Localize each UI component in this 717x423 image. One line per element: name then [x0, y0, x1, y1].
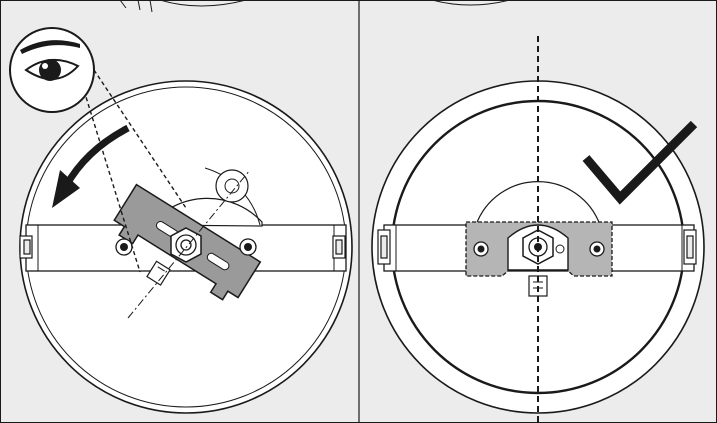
left-bottom-tab — [146, 260, 171, 286]
right-side-clip-left — [377, 229, 391, 265]
left-sightlines — [81, 69, 187, 273]
right-screw-left — [473, 241, 489, 257]
left-side-clip-right — [332, 235, 346, 259]
left-screw-right — [239, 238, 257, 256]
eye-icon — [9, 27, 95, 113]
checkmark-icon — [582, 120, 698, 205]
curved-arrow-icon — [52, 124, 130, 208]
left-device — [9, 27, 353, 414]
left-center-nut — [170, 227, 202, 263]
left-top-ring — [215, 169, 249, 203]
top-edge-fragments — [119, 0, 511, 13]
right-side-clip-right — [683, 229, 697, 265]
right-screw-right — [589, 241, 605, 257]
left-screw-left — [115, 238, 133, 256]
right-device — [371, 36, 705, 423]
left-side-clip-left — [19, 235, 33, 259]
